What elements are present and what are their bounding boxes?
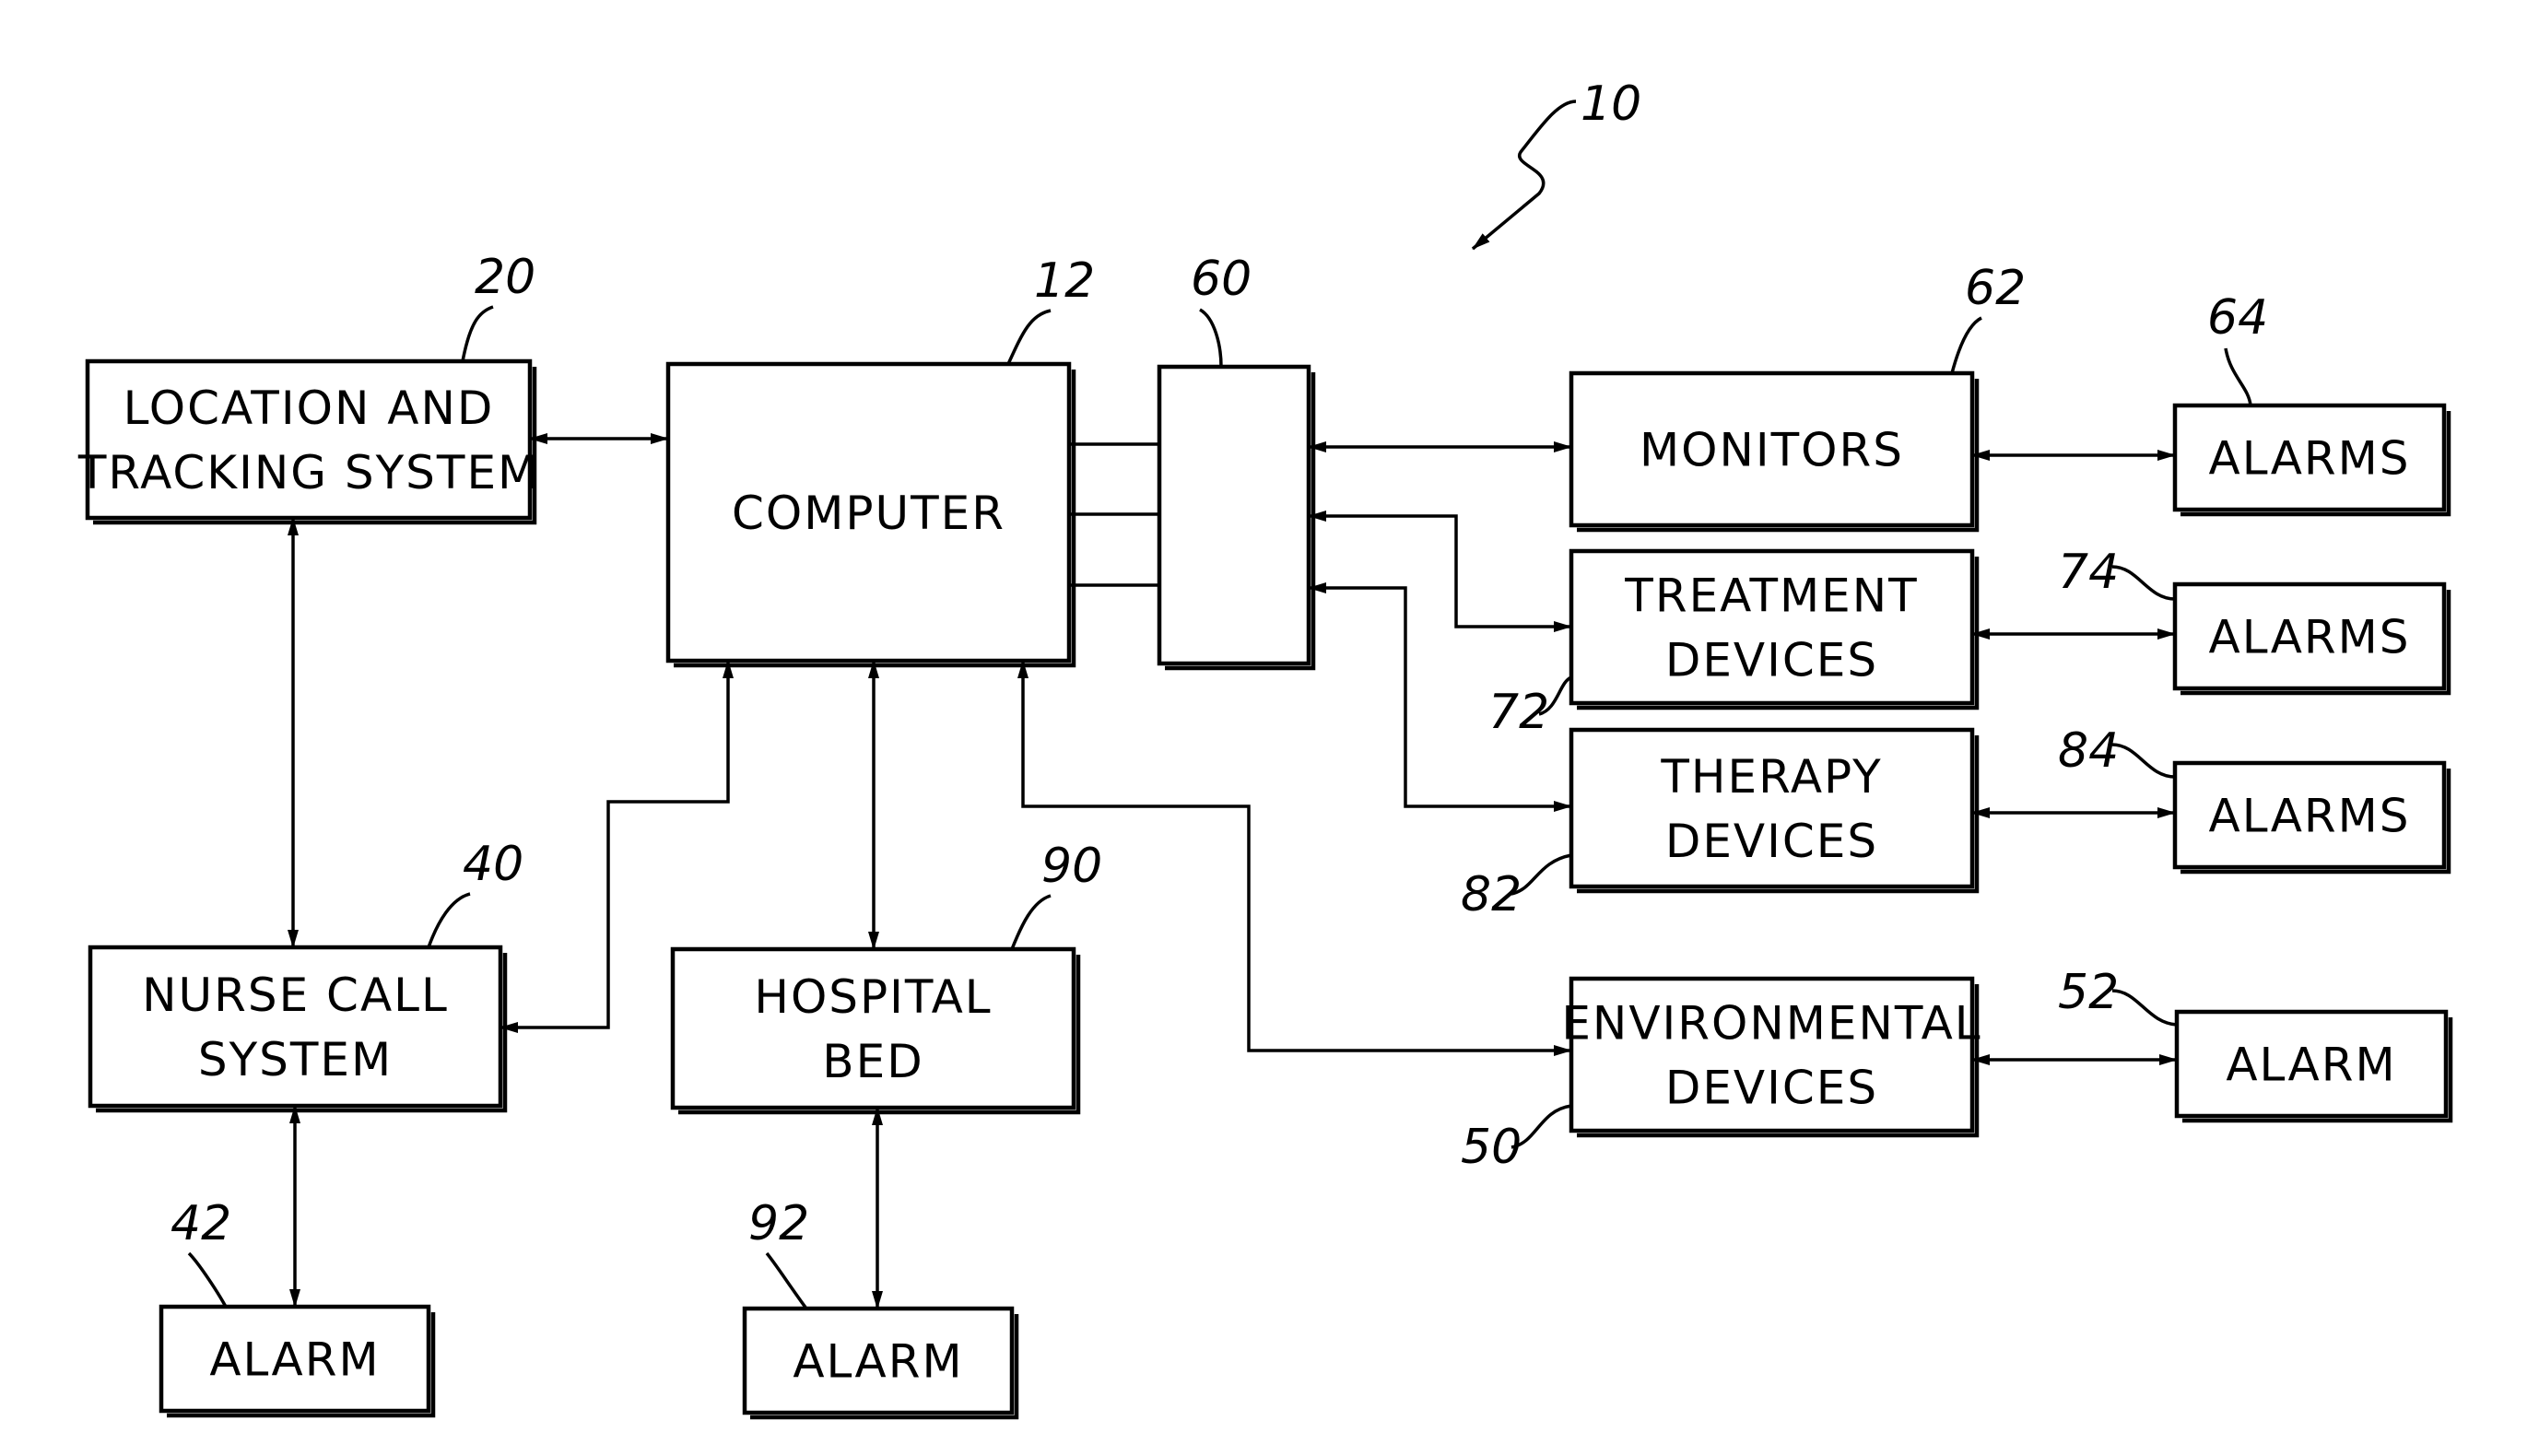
block-label-line: ALARM [793,1335,963,1389]
ref-numeral-42: 42 [170,1196,231,1251]
leader-line [189,1253,226,1307]
block-nurse_call: NURSE CALL SYSTEM [90,947,505,1110]
ref-numeral-84: 84 [2058,723,2119,779]
block-label-line: TRACKING SYSTEM [77,446,539,499]
block-label-line: SYSTEM [198,1033,393,1086]
leader-line [767,1253,806,1309]
block-location: LOCATION AND TRACKING SYSTEM [77,361,539,523]
block-alarm_nurse: ALARM [161,1307,433,1415]
blocks: LOCATION AND TRACKING SYSTEM COMPUTER MONIT… [77,361,2451,1417]
block-treatment: TREATMENT DEVICES [1571,551,1977,708]
ref-numeral-90: 90 [1041,839,1102,894]
block-label-line: THERAPY [1660,750,1882,804]
block-hospital_bed: HOSPITAL BED [673,949,1078,1112]
block-label-line: ALARMS [2208,611,2410,664]
block-frame [1159,367,1309,663]
ref-numeral-72: 72 [1488,685,1549,740]
block-alarm_env: ALARM [2177,1012,2451,1121]
block-label-line: DEVICES [1665,634,1878,687]
ref-numeral-62: 62 [1965,261,2026,316]
block-label-line: TREATMENT [1624,569,1918,623]
ref-numeral-20: 20 [475,250,535,305]
leader-line [2112,745,2175,777]
ref-numeral-40: 40 [463,837,523,892]
block-label-line: HOSPITAL [754,970,992,1024]
leader-line [1008,311,1051,364]
block-alarm_bed: ALARM [745,1309,1017,1417]
ref-numeral-64: 64 [2207,290,2268,346]
block-label-line: ENVIRONMENTAL [1561,997,1981,1051]
block-therapy: THERAPY DEVICES [1571,730,1977,891]
block-label-line: MONITORS [1640,424,1904,477]
block-label-line: ALARM [209,1333,380,1387]
leader-line [2112,991,2177,1025]
block-label-line: ALARMS [2208,432,2410,486]
ref-numeral-52: 52 [2058,965,2119,1020]
ref-numeral-50: 50 [1461,1120,1522,1175]
block-label-line: ALARMS [2208,790,2410,843]
block-label-line: BED [822,1035,923,1088]
block-label-line: COMPUTER [732,487,1005,540]
block-alarms_therapy: ALARMS [2175,763,2449,872]
block-label-line: NURSE CALL [142,969,449,1022]
ref-numeral-82: 82 [1461,867,1522,922]
block-alarms_monitors: ALARMS [2175,405,2449,514]
block-computer: COMPUTER [668,364,1074,665]
ref-numeral-74: 74 [2058,545,2119,600]
block-monitors: MONITORS [1571,373,1977,530]
block-environmental: ENVIRONMENTAL DEVICES [1561,979,1981,1135]
leader-line [2112,567,2175,599]
leader-line [1952,318,1981,373]
connection-monitors-alarms_monitors [1309,516,1571,627]
leader-line [429,894,470,947]
leader-line [2226,348,2251,405]
block-label-line: LOCATION AND [123,382,495,435]
leader-line [1012,896,1051,949]
block-label-line: DEVICES [1665,1062,1878,1115]
ref-numeral-60: 60 [1191,252,1252,307]
leader-line [463,307,493,361]
ref-numeral-92: 92 [748,1196,809,1251]
block-interface [1159,367,1313,668]
ref-numeral-12: 12 [1034,253,1095,309]
leader-line [1200,310,1221,367]
block-label-line: ALARM [2226,1039,2396,1092]
block-label-line: DEVICES [1665,815,1878,868]
figure-ref-arrow [1473,101,1576,249]
block-alarms_treatment: ALARMS [2175,584,2449,693]
figure-ref-numeral: 10 [1581,76,1641,132]
